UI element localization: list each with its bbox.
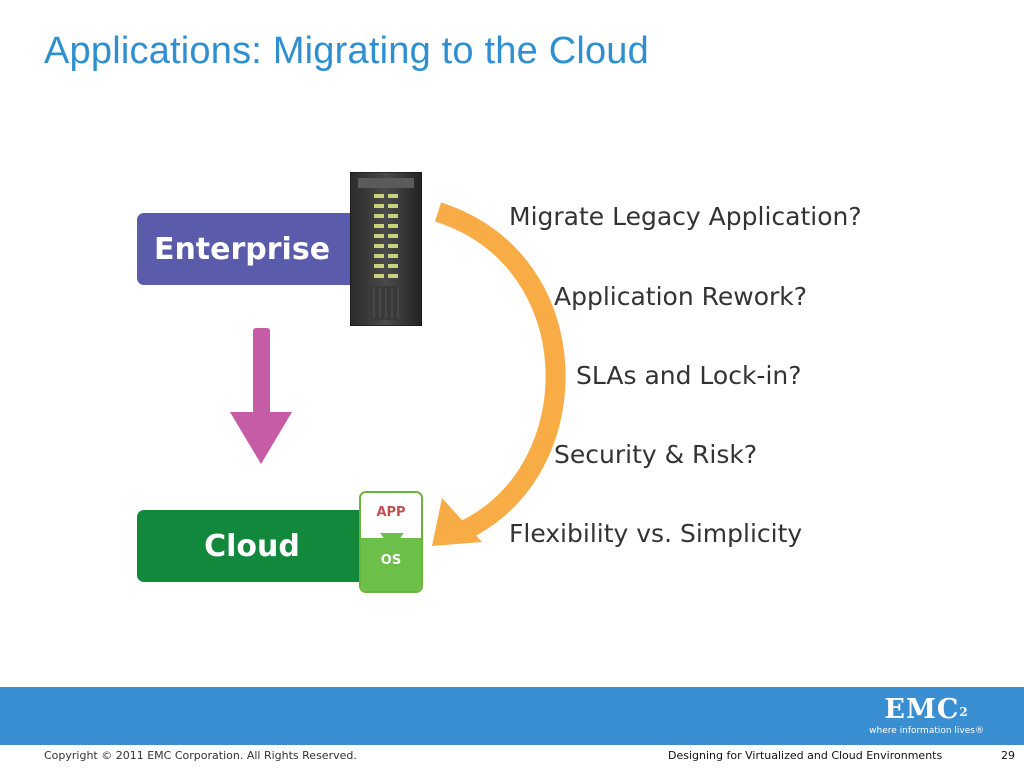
question-security: Security & Risk? xyxy=(554,440,758,469)
cloud-label: Cloud xyxy=(204,528,300,564)
slide-title: Applications: Migrating to the Cloud xyxy=(44,30,649,72)
cloud-box: Cloud xyxy=(137,510,377,582)
question-slas: SLAs and Lock-in? xyxy=(576,361,802,390)
copyright-text: Copyright © 2011 EMC Corporation. All Ri… xyxy=(44,749,357,762)
course-title: Designing for Virtualized and Cloud Envi… xyxy=(668,749,943,762)
app-os-icon: APP OS xyxy=(359,491,423,593)
app-label: APP xyxy=(361,493,421,538)
logo-tagline: where information lives® xyxy=(869,726,984,736)
logo-text: EMC xyxy=(884,694,960,725)
question-flexibility: Flexibility vs. Simplicity xyxy=(509,519,803,548)
question-migrate: Migrate Legacy Application? xyxy=(509,202,862,231)
enterprise-label: Enterprise xyxy=(153,231,331,267)
down-arrow-icon xyxy=(230,328,292,464)
curved-arrow-icon xyxy=(432,202,566,546)
app-os-triangle xyxy=(380,533,404,549)
logo-superscript: 2 xyxy=(959,705,969,719)
server-rack-icon xyxy=(350,172,422,326)
enterprise-box: Enterprise xyxy=(137,213,377,285)
footer-band: EMC2 where information lives® xyxy=(0,687,1024,745)
page-number: 29 xyxy=(1001,749,1015,762)
emc-logo: EMC2 where information lives® xyxy=(869,695,984,737)
question-rework: Application Rework? xyxy=(554,282,808,311)
